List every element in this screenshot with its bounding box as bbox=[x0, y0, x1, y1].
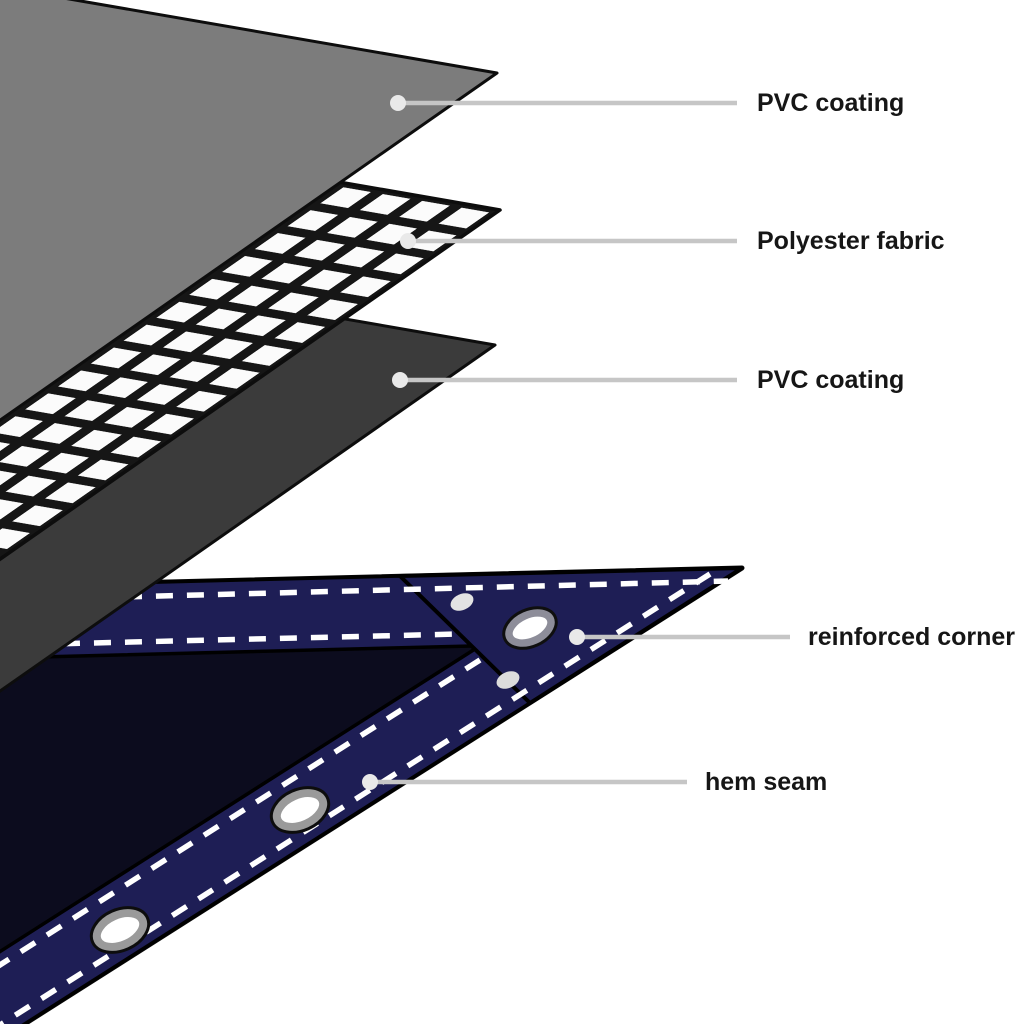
leader-dot-pvc-mid bbox=[392, 372, 408, 388]
label-reinforced-corner: reinforced corner bbox=[808, 623, 1016, 651]
leader-lines bbox=[362, 95, 790, 790]
leader-dot-hem-seam bbox=[362, 774, 378, 790]
label-hem-seam: hem seam bbox=[705, 768, 828, 796]
corner-rivet bbox=[450, 593, 474, 611]
leader-dot-pvc-top bbox=[390, 95, 406, 111]
pvc-coating-top-layer bbox=[0, 0, 499, 422]
leader-dot-reinforced-corner bbox=[569, 629, 585, 645]
label-pvc-coating-top: PVC coating bbox=[757, 89, 905, 117]
stitch-line-edge-inner bbox=[0, 657, 482, 969]
corner-grommet-outline bbox=[502, 606, 558, 650]
corner-rivet bbox=[496, 671, 520, 689]
tarp-group bbox=[0, 565, 745, 1024]
hem-grommet bbox=[89, 906, 151, 954]
leader-dot-polyester bbox=[400, 233, 416, 249]
corner-grommet-ring bbox=[503, 607, 557, 649]
hem-grommet bbox=[269, 786, 331, 834]
hem-grommet-ring bbox=[91, 908, 149, 952]
hem-grommet-ring bbox=[271, 788, 329, 832]
label-pvc-coating-mid: PVC coating bbox=[757, 366, 905, 394]
hem-grommet-outline bbox=[269, 786, 331, 834]
stitch-line-edge-outer bbox=[0, 571, 712, 1024]
corner-grommet bbox=[502, 606, 558, 650]
stitch-line-top-inner bbox=[0, 631, 460, 649]
label-polyester-fabric: Polyester fabric bbox=[757, 227, 945, 255]
hem-grommet-outline bbox=[89, 906, 151, 954]
